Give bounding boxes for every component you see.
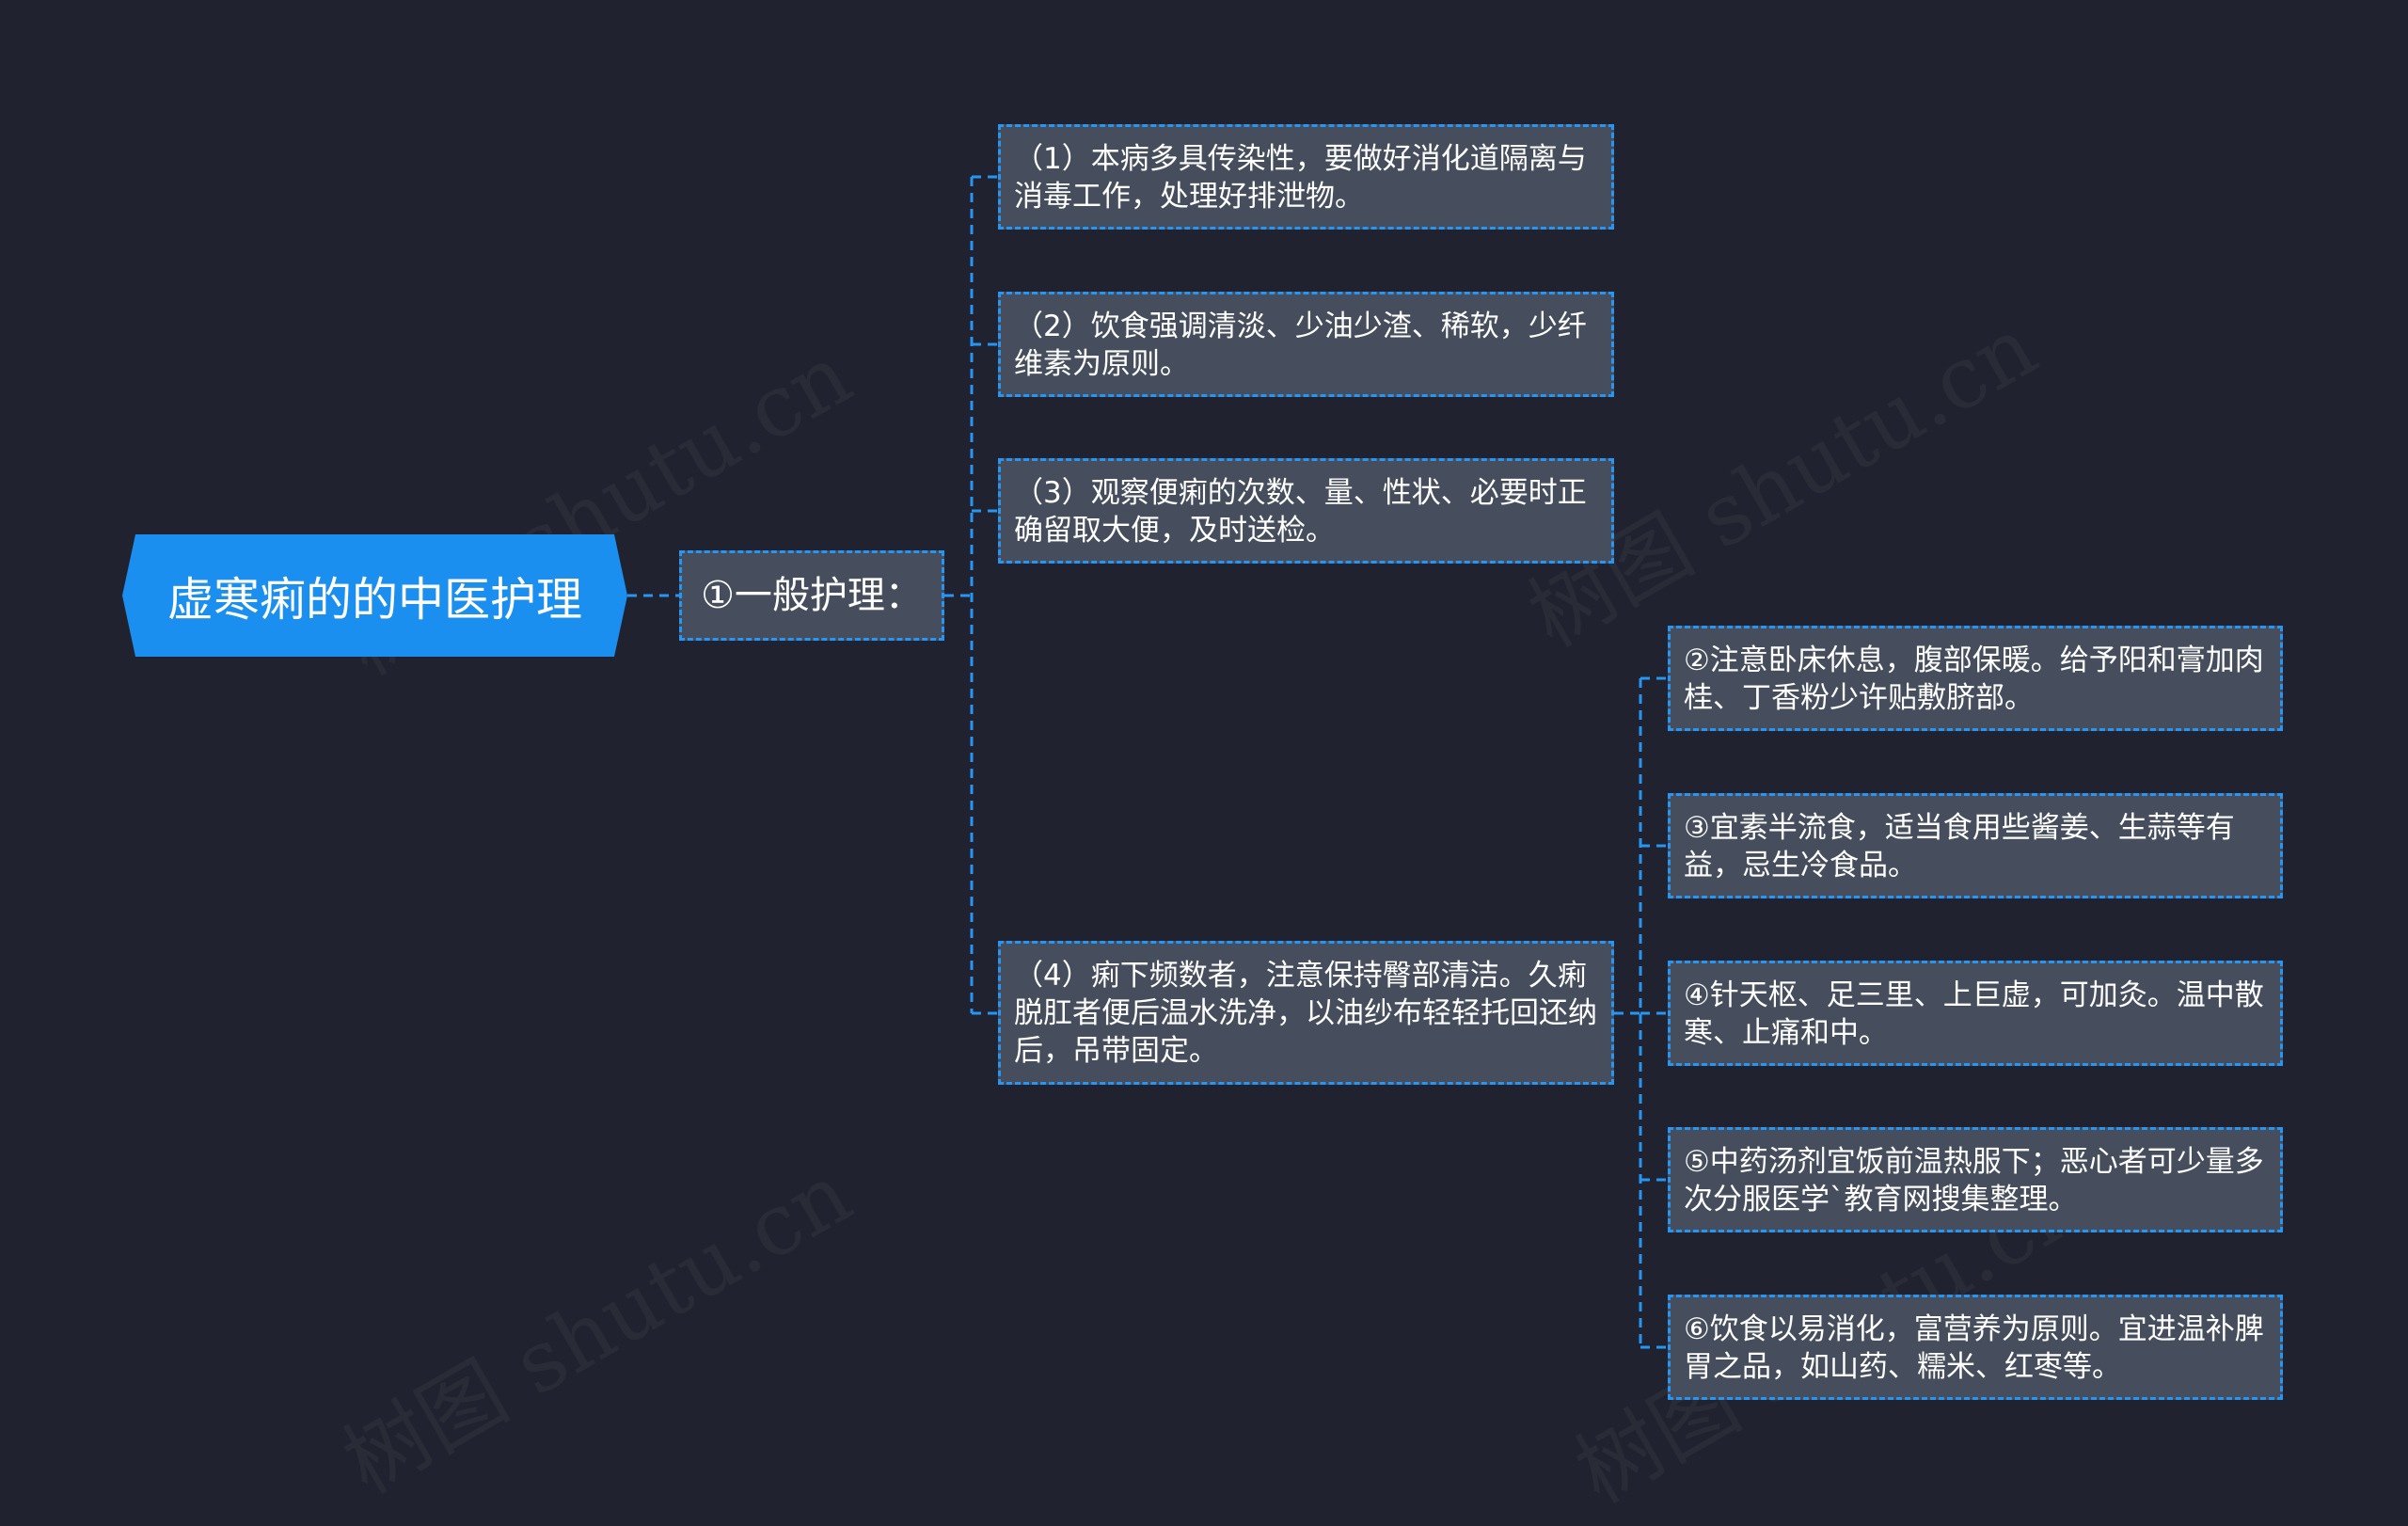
branch-node-general-care[interactable]: ①一般护理： [679,550,944,641]
subitem-node-4[interactable]: ⑤中药汤剂宜饭前温热服下；恶心者可少量多次分服医学`教育网搜集整理。 [1668,1127,2283,1232]
subitem-node-text: ③宜素半流食，适当食用些酱姜、生蒜等有益，忌生冷食品。 [1684,811,2235,882]
item-node-3[interactable]: （3）观察便痢的次数、量、性状、必要时正确留取大便，及时送检。 [998,458,1614,564]
subitem-node-text: ④针天枢、足三里、上巨虚，可加灸。温中散寒、止痛和中。 [1684,978,2264,1050]
item-node-text: （3）观察便痢的次数、量、性状、必要时正确留取大便，及时送检。 [1014,476,1587,548]
subitem-node-text: ⑤中药汤剂宜饭前温热服下；恶心者可少量多次分服医学`教育网搜集整理。 [1684,1145,2264,1216]
item-node-text: （4）痢下频数者，注意保持臀部清洁。久痢脱肛者便后温水洗净，以油纱布轻轻托回还纳… [1014,959,1597,1068]
subitem-node-1[interactable]: ②注意卧床休息，腹部保暖。给予阳和膏加肉桂、丁香粉少许贴敷脐部。 [1668,626,2283,731]
item-node-4[interactable]: （4）痢下频数者，注意保持臀部清洁。久痢脱肛者便后温水洗净，以油纱布轻轻托回还纳… [998,941,1614,1085]
item-node-1[interactable]: （1）本病多具传染性，要做好消化道隔离与消毒工作，处理好排泄物。 [998,124,1614,230]
subitem-node-5[interactable]: ⑥饮食以易消化，富营养为原则。宜进温补脾胃之品，如山药、糯米、红枣等。 [1668,1295,2283,1400]
subitem-node-3[interactable]: ④针天枢、足三里、上巨虚，可加灸。温中散寒、止痛和中。 [1668,961,2283,1066]
subitem-node-2[interactable]: ③宜素半流食，适当食用些酱姜、生蒜等有益，忌生冷食品。 [1668,793,2283,898]
root-node-label: 虚寒痢的的中医护理 [166,572,582,627]
branch-node-label: ①一般护理： [701,574,923,617]
subitem-node-text: ⑥饮食以易消化，富营养为原则。宜进温补脾胃之品，如山药、糯米、红枣等。 [1684,1312,2264,1384]
item-node-2[interactable]: （2）饮食强调清淡、少油少渣、稀软，少纤维素为原则。 [998,292,1614,397]
subitem-node-text: ②注意卧床休息，腹部保暖。给予阳和膏加肉桂、丁香粉少许贴敷脐部。 [1684,644,2264,715]
item-node-text: （2）饮食强调清淡、少油少渣、稀软，少纤维素为原则。 [1014,310,1587,381]
item-node-text: （1）本病多具传染性，要做好消化道隔离与消毒工作，处理好排泄物。 [1014,142,1587,214]
root-node[interactable]: 虚寒痢的的中医护理 [122,534,627,657]
